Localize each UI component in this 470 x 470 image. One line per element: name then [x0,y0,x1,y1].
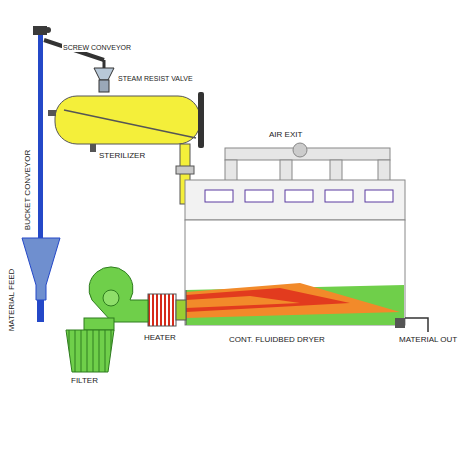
blower [84,267,148,330]
air-exit-label: AIR EXIT [268,131,303,140]
dryer-label: CONT. FLUIDBED DRYER [228,336,326,345]
fluidbed-dryer [185,180,405,328]
heater [148,294,186,326]
filter [66,330,114,372]
filter-label: FILTER [70,377,99,386]
bucket-conveyor [22,26,60,322]
air-exit-duct [225,143,390,182]
heater-label: HEATER [143,334,177,343]
valve-label: STEAM RESIST VALVE [117,75,194,83]
sterilizer-vessel [48,92,204,152]
bucket-conveyor-label: BUCKET CONVEYOR [24,149,33,231]
valve [94,68,114,92]
outlet-label: MATERIAL OUT [398,336,458,345]
feed-label: MATERIAL FEED [8,268,17,333]
screw-conveyor-label: SCREW CONVEYOR [62,44,132,52]
sterilizer-label: STERILIZER [98,152,146,161]
outlet [405,318,428,332]
